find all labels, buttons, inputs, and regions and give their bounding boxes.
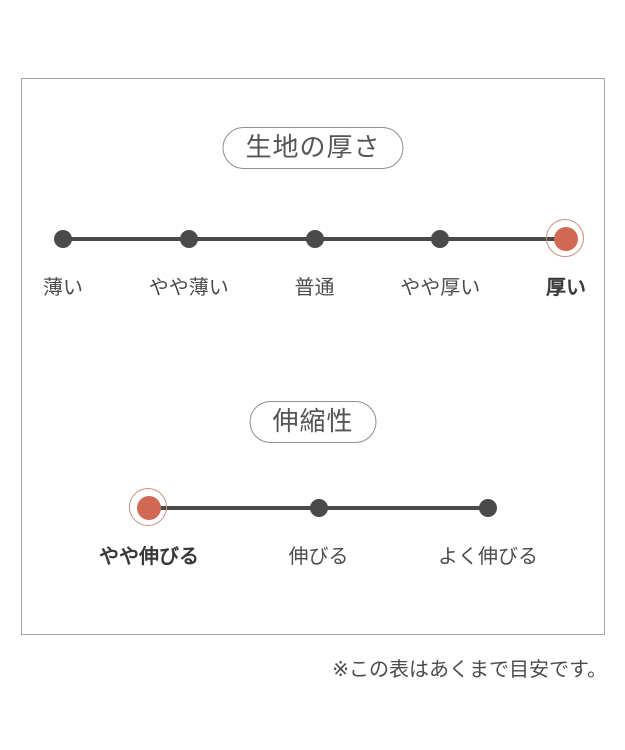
thickness-dot-1 <box>54 230 72 248</box>
thickness-label-normal: 普通 <box>294 275 335 299</box>
thickness-label-thin: 薄い <box>43 275 83 299</box>
stretch-dot-2 <box>309 499 328 517</box>
thickness-selected-dot <box>545 218 584 257</box>
stretch-label-somewhat-stretchy: やや伸びる <box>99 544 199 568</box>
thickness-label-somewhat-thick: やや厚い <box>400 275 481 299</box>
stretch-label-stretchy: 伸びる <box>288 544 349 568</box>
thickness-label-somewhat-thin: やや薄い <box>148 275 229 299</box>
thickness-dot-4 <box>431 230 450 248</box>
stretch-selected-dot <box>128 487 167 526</box>
thickness-title-badge: 生地の厚さ <box>222 127 404 169</box>
footnote: ※この表はあくまで目安です。 <box>332 657 607 681</box>
stretch-scale-track: やや伸びる 伸びる よく伸びる <box>99 487 538 568</box>
stretch-label-very-stretchy: よく伸びる <box>438 544 538 568</box>
thickness-label-thick: 厚い <box>546 275 586 299</box>
stretch-title-badge: 伸縮性 <box>249 401 377 443</box>
stretch-dot-3 <box>479 499 497 517</box>
product-attribute-panel: 生地の厚さ 薄い やや薄い 普通 やや厚い 厚い 伸縮性 やや伸びる 伸びる よ… <box>21 78 605 635</box>
thickness-dot-3 <box>305 230 324 248</box>
thickness-scale-track: 薄い やや薄い 普通 やや厚い 厚い <box>43 218 586 299</box>
thickness-dot-2 <box>179 230 198 248</box>
